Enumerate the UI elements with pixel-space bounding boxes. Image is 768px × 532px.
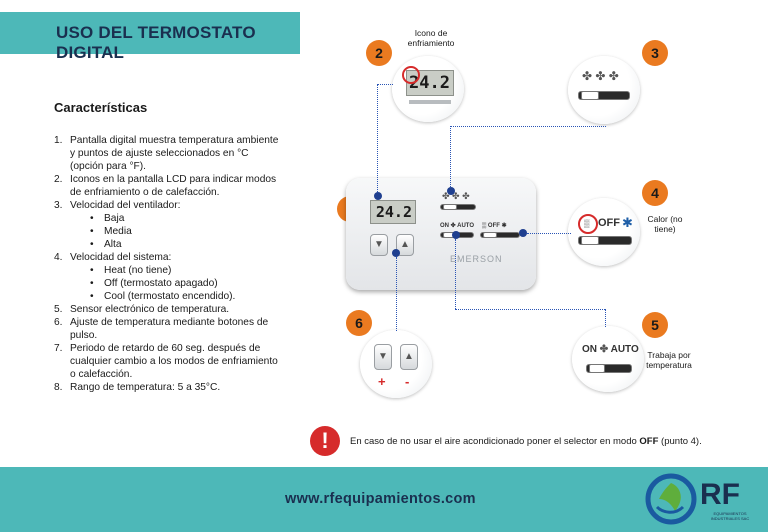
plus-sign: + <box>378 374 386 389</box>
feature-number: 7. <box>54 343 63 354</box>
feature-text: Periodo de retardo de 60 seg. después de… <box>70 343 278 380</box>
fan-closeup: ✤ ✤ ✤ <box>568 56 640 124</box>
snowflake-icon: ✱ <box>622 215 633 230</box>
page-title: USO DEL TERMOSTATO DIGITAL <box>56 23 256 62</box>
badge-6: 6 <box>346 310 372 336</box>
highlight-circle <box>578 214 598 234</box>
feature-number: 6. <box>54 317 63 328</box>
heat-label: Calor (no tiene) <box>647 214 683 234</box>
minus-sign: - <box>405 374 410 389</box>
features-list: 1. Pantalla digital muestra temperatura a… <box>54 134 284 394</box>
off-label: ▒ OFF ✱ <box>482 223 507 229</box>
feature-text: Ajuste de temperatura mediante botones d… <box>70 317 269 341</box>
feature-item: 7. Periodo de retardo de 60 seg. después … <box>54 342 284 381</box>
fan-slider-closeup <box>578 91 630 100</box>
heat-icon: ▒ <box>584 219 590 228</box>
lcd-display: 24.2 <box>370 200 416 224</box>
feature-subitem: Alta <box>54 238 284 251</box>
feature-item: 4. Velocidad del sistema: <box>54 251 284 264</box>
brand-logo: EMERSON <box>450 254 503 264</box>
feature-number: 8. <box>54 382 63 393</box>
website-url[interactable]: www.rfequipamientos.com <box>285 491 476 507</box>
fan-icon: ✤ <box>599 344 609 355</box>
on-auto-closeup: ON ✤ AUTO <box>572 326 644 392</box>
feature-text: Pantalla digital muestra temperatura amb… <box>70 135 279 172</box>
section-heading: Características <box>54 100 148 115</box>
feature-text: Velocidad del sistema: <box>70 252 172 263</box>
system-mode-slider[interactable] <box>480 232 520 238</box>
highlight-circle <box>402 66 420 84</box>
fan-mode-slider-closeup <box>586 364 632 373</box>
down-button[interactable]: ▼ <box>374 344 392 370</box>
feature-text: Sensor electrónico de temperatura. <box>70 304 230 315</box>
feature-subitem: Heat (no tiene) <box>54 264 284 277</box>
fan-speed-icon: ✤ ✤ ✤ <box>442 191 470 201</box>
feature-item: 5. Sensor electrónico de temperatura. <box>54 303 284 316</box>
buttons-closeup: ▼ ▲ + - <box>360 330 432 398</box>
feature-subitem: Off (termostato apagado) <box>54 277 284 290</box>
fan-icon: ✤ ✤ ✤ <box>582 69 619 83</box>
badge-5: 5 <box>642 312 668 338</box>
feature-number: 3. <box>54 200 63 211</box>
logo-letters: RF <box>700 478 740 511</box>
company-logo-icon <box>645 473 697 525</box>
feature-item: 1. Pantalla digital muestra temperatura a… <box>54 134 284 173</box>
feature-number: 5. <box>54 304 63 315</box>
on-auto-label: ON ✤ AUTO <box>440 223 475 229</box>
title-banner: USO DEL TERMOSTATO DIGITAL <box>0 12 300 62</box>
off-label-closeup: OFF <box>598 217 620 229</box>
feature-number: 2. <box>54 174 63 185</box>
feature-text: Iconos en la pantalla LCD para indicar m… <box>70 174 277 198</box>
badge-2: 2 <box>366 40 392 66</box>
badge-3: 3 <box>642 40 668 66</box>
feature-subitem: Cool (termostato encendido). <box>54 290 284 303</box>
auto-label: Trabaja por temperatura <box>646 350 692 370</box>
badge-4: 4 <box>642 180 668 206</box>
feature-text: Rango de temperatura: 5 a 35°C. <box>70 382 221 393</box>
feature-item: 2. Iconos en la pantalla LCD para indicar… <box>54 173 284 199</box>
logo-tagline: EQUIPAMIENTOS INDUSTRIALES SAC <box>710 511 750 521</box>
feature-item: 6. Ajuste de temperatura mediante botones… <box>54 316 284 342</box>
system-slider-closeup <box>578 236 632 245</box>
feature-item: 3. Velocidad del ventilador: <box>54 199 284 212</box>
feature-item: 8. Rango de temperatura: 5 a 35°C. <box>54 381 284 394</box>
feature-number: 1. <box>54 135 63 146</box>
feature-subitem: Baja <box>54 212 284 225</box>
thermostat-down-button[interactable]: ▼ <box>370 234 388 256</box>
warning-text: En caso de no usar el aire acondicionado… <box>350 436 702 447</box>
feature-text: Velocidad del ventilador: <box>70 200 181 211</box>
on-label-closeup: ON ✤ AUTO <box>582 344 639 355</box>
feature-number: 4. <box>54 252 63 263</box>
fan-speed-slider[interactable] <box>440 204 476 210</box>
lcd-closeup: 24.2 <box>392 56 464 122</box>
up-button[interactable]: ▲ <box>400 344 418 370</box>
thermostat-up-button[interactable]: ▲ <box>396 234 414 256</box>
thermostat-device: 24.2 ✤ ✤ ✤ ON ✤ AUTO ▒ OFF ✱ ▼ ▲ EMERSON <box>346 178 536 290</box>
footer: www.rfequipamientos.com <box>0 467 768 532</box>
warning-icon: ! <box>310 426 340 456</box>
cooling-icon-label: Icono de enfriamiento <box>407 28 455 48</box>
system-off-closeup: ▒ OFF ✱ <box>568 198 640 266</box>
feature-subitem: Media <box>54 225 284 238</box>
